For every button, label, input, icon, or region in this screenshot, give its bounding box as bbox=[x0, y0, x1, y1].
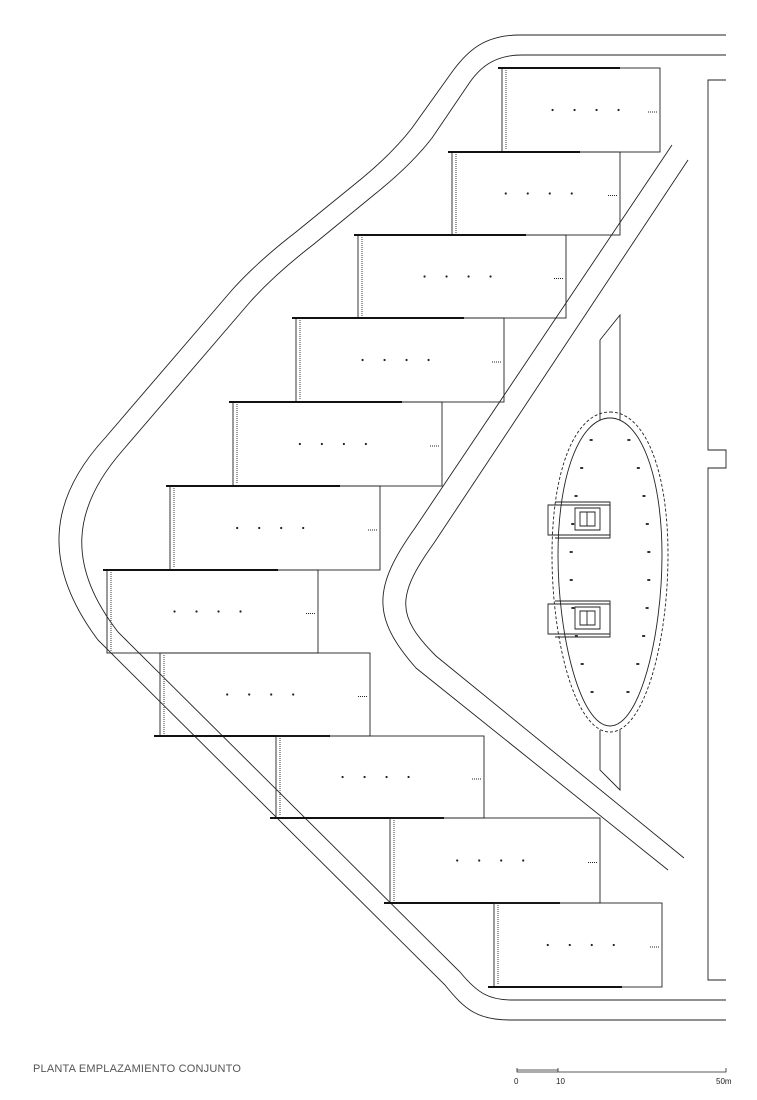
plaza-column bbox=[647, 579, 651, 581]
drawing-title: PLANTA EMPLAZAMIENTO CONJUNTO bbox=[33, 1063, 242, 1075]
central-plaza bbox=[557, 417, 663, 727]
plaza-column bbox=[580, 663, 584, 665]
housing-block bbox=[498, 67, 661, 153]
inner-road-outer bbox=[382, 144, 673, 871]
plaza-column bbox=[569, 551, 573, 553]
plaza-column bbox=[642, 495, 646, 497]
scale-label-10: 10 bbox=[556, 1077, 565, 1086]
east-service-lane bbox=[707, 79, 727, 981]
housing-block bbox=[448, 151, 621, 236]
plaza-column bbox=[590, 691, 594, 693]
plaza-column bbox=[571, 607, 575, 609]
pavilion-north bbox=[547, 501, 611, 539]
housing-block bbox=[270, 735, 485, 819]
housing-block bbox=[488, 902, 663, 988]
plaza-columns bbox=[569, 439, 651, 693]
scale-label-50m: 50m bbox=[716, 1077, 732, 1086]
plaza-column bbox=[571, 523, 575, 525]
housing-block bbox=[229, 401, 443, 487]
plaza-column bbox=[645, 607, 649, 609]
perimeter-road-inner bbox=[81, 54, 726, 1001]
housing-block bbox=[103, 569, 319, 654]
plaza-column bbox=[626, 691, 630, 693]
housing-block bbox=[384, 817, 601, 904]
pavilion-south bbox=[547, 600, 611, 638]
plaza-column bbox=[574, 495, 578, 497]
plaza-column bbox=[627, 439, 631, 441]
plaza-column bbox=[642, 635, 646, 637]
housing-blocks bbox=[103, 67, 663, 988]
plaza-column bbox=[580, 467, 584, 469]
housing-block bbox=[166, 485, 381, 571]
plaza-column bbox=[574, 635, 578, 637]
central-plaza-dashed bbox=[551, 411, 669, 733]
scale-label-0: 0 bbox=[514, 1077, 519, 1086]
plaza-column bbox=[636, 663, 640, 665]
perimeter-road-outer bbox=[58, 34, 726, 1021]
inner-road-inner bbox=[405, 159, 689, 859]
plaza-column bbox=[569, 579, 573, 581]
plaza-column bbox=[647, 551, 651, 553]
housing-block bbox=[154, 652, 371, 737]
central-axis-path bbox=[599, 313, 621, 792]
plaza-column bbox=[636, 467, 640, 469]
housing-block bbox=[354, 234, 567, 319]
plaza-column bbox=[589, 439, 593, 441]
scale-bar bbox=[516, 1068, 727, 1073]
housing-block bbox=[292, 317, 505, 403]
plaza-column bbox=[645, 523, 649, 525]
